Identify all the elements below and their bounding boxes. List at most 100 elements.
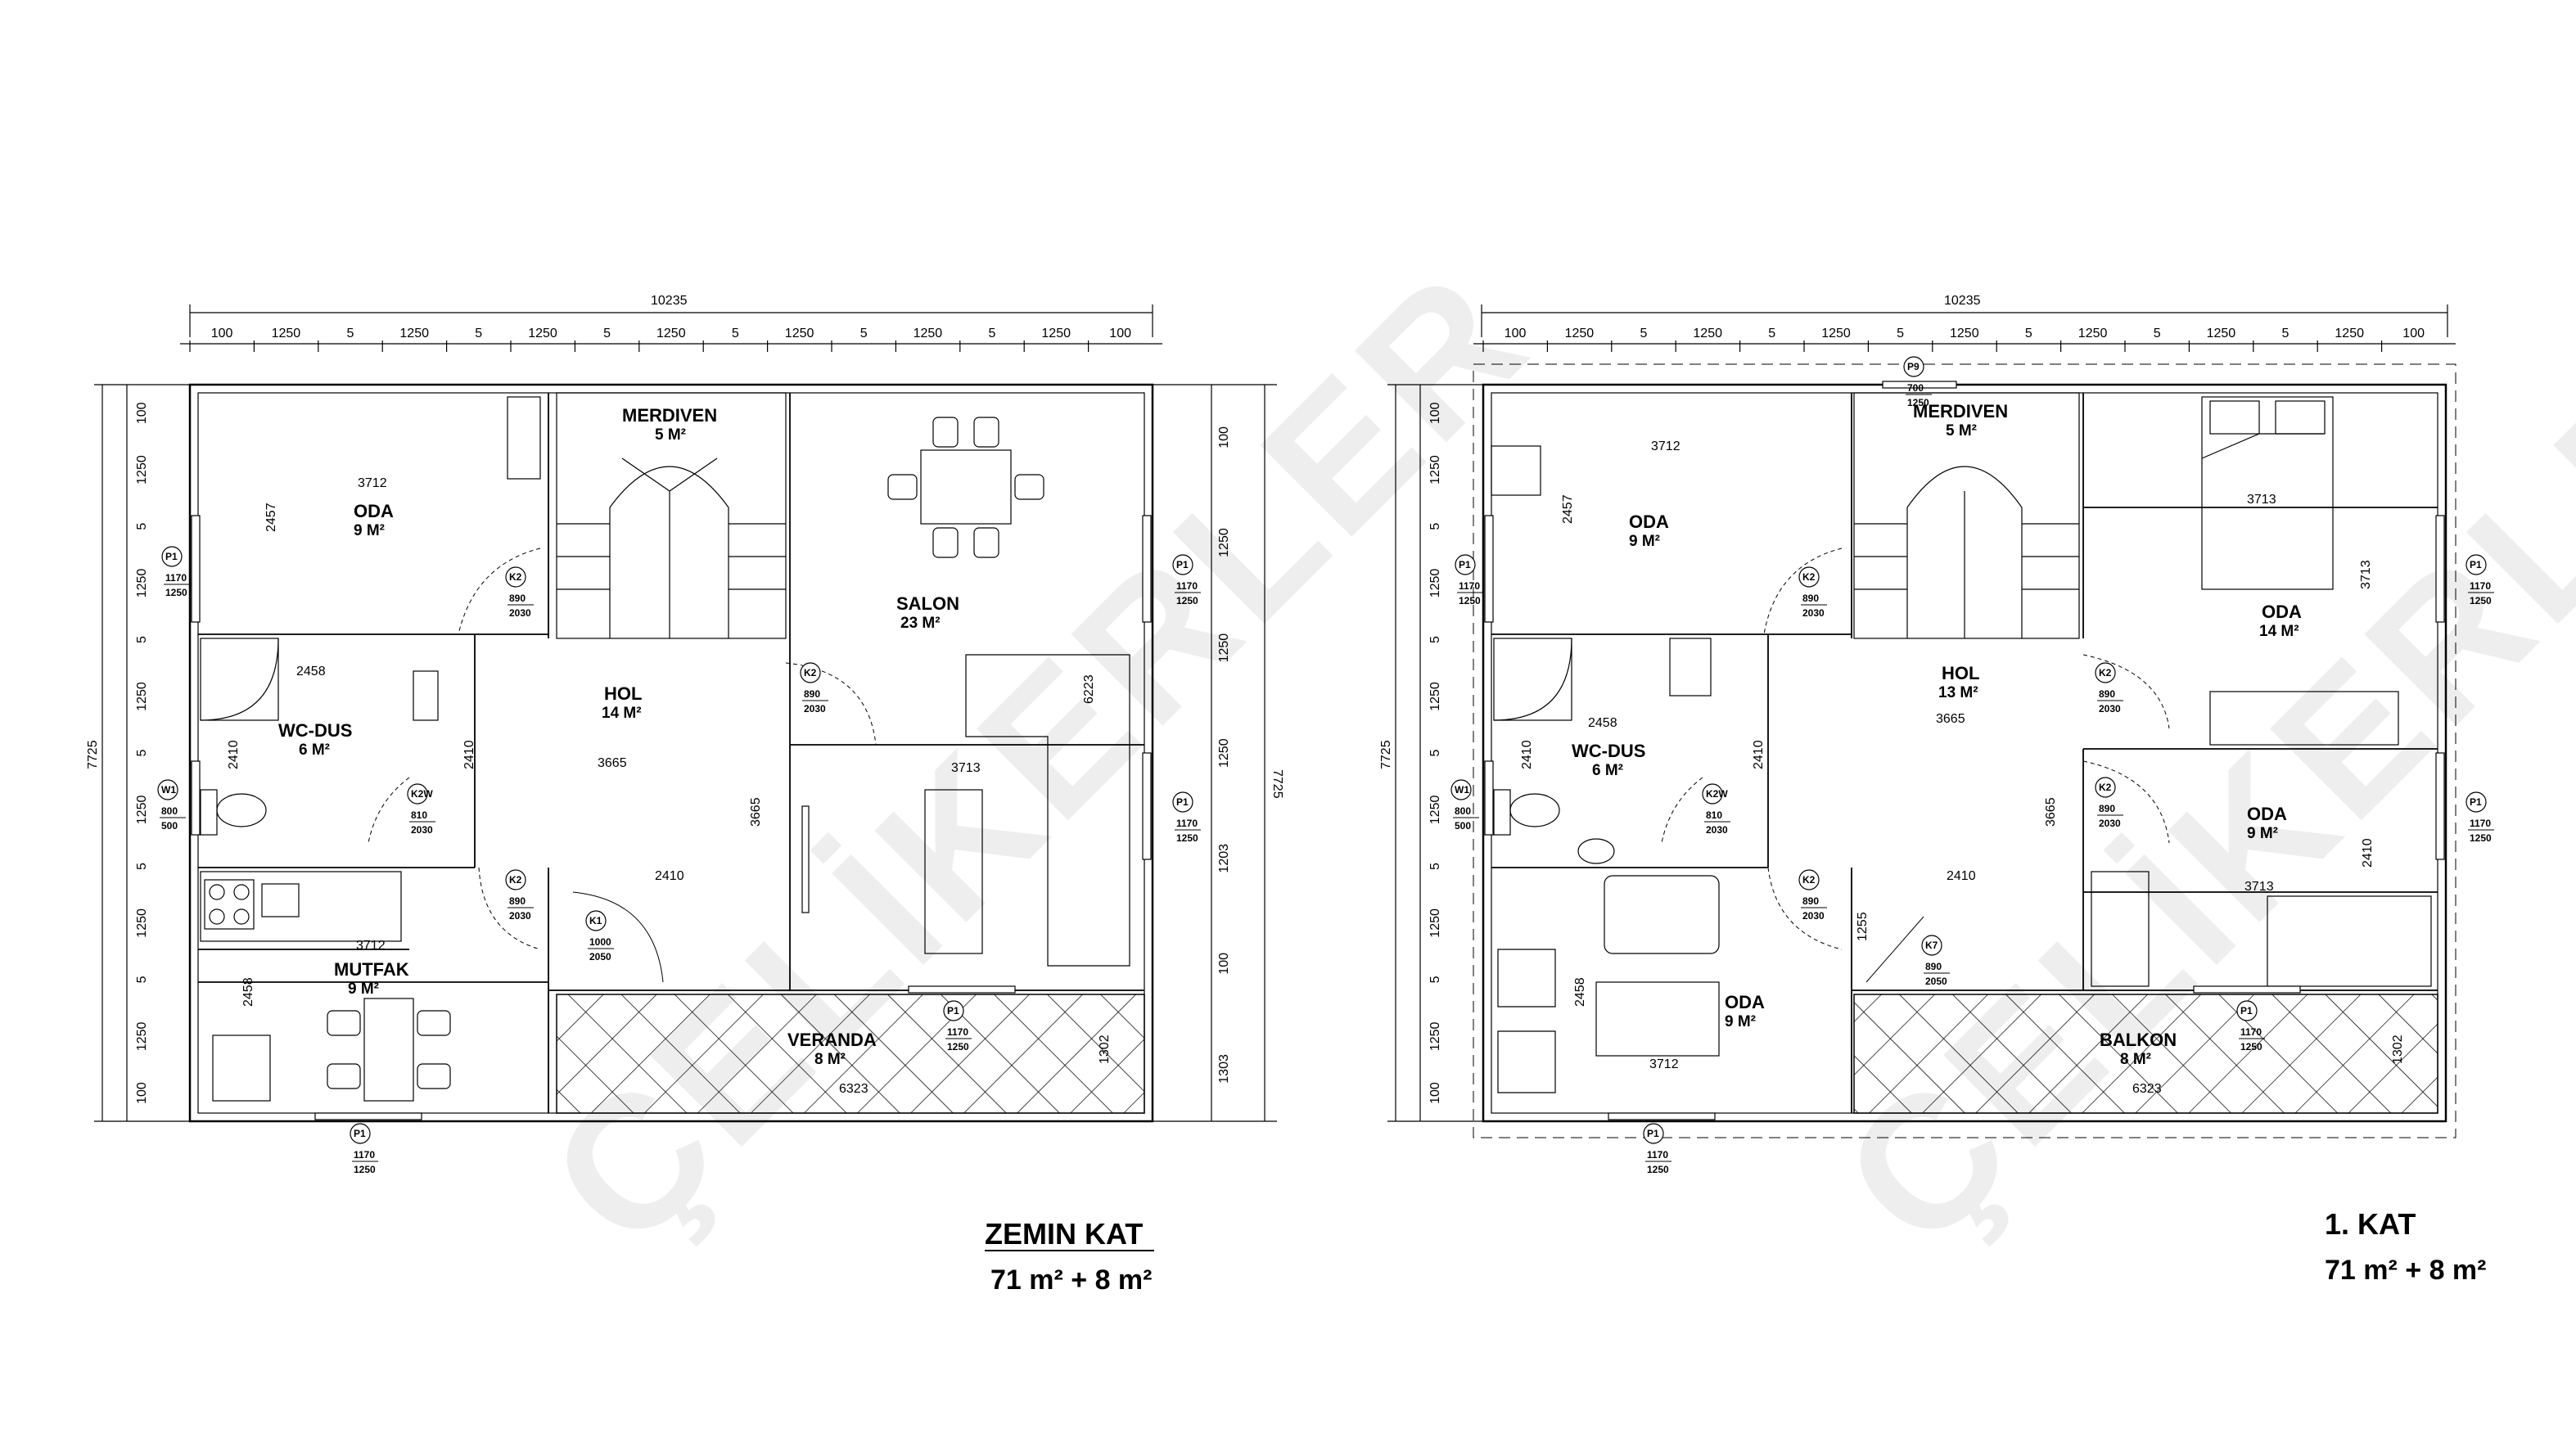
room-name: VERANDA bbox=[787, 1030, 877, 1050]
opening-width: 1170 bbox=[947, 1026, 968, 1038]
opening-height: 1250 bbox=[1176, 595, 1198, 606]
opening-width: 700 bbox=[1907, 382, 1924, 394]
dimension-label: 1250 bbox=[1428, 455, 1442, 485]
opening-height: 2030 bbox=[2099, 818, 2121, 829]
staircase bbox=[1853, 392, 2080, 639]
dimension-label: 6323 bbox=[2132, 1082, 2162, 1096]
opening-tag-code: P1 bbox=[2470, 559, 2482, 570]
room-area: 14 M² bbox=[2259, 623, 2299, 640]
opening-tag-code: P1 bbox=[2240, 1005, 2253, 1017]
opening-height: 1250 bbox=[2470, 832, 2492, 844]
staircase bbox=[556, 392, 787, 639]
dimension-label: 1250 bbox=[135, 682, 149, 711]
room-name: SALON bbox=[896, 593, 959, 614]
opening-height: 500 bbox=[161, 820, 178, 832]
dimension-label: 1250 bbox=[1428, 796, 1442, 825]
dimension-label: 1250 bbox=[1693, 327, 1722, 340]
dimension-label: 5 bbox=[1428, 750, 1442, 757]
dimension-label: 5 bbox=[135, 523, 149, 530]
dimension-label: 5 bbox=[1428, 523, 1442, 530]
opening-tag-code: P1 bbox=[1459, 559, 1471, 570]
dimension-label: 5 bbox=[989, 327, 996, 340]
dimension-label: 2458 bbox=[241, 977, 255, 1007]
opening-tag-marker bbox=[1702, 783, 1723, 805]
dimension-label: 1250 bbox=[914, 327, 943, 340]
dimension-label: 1250 bbox=[135, 455, 149, 485]
dimension-label: 1250 bbox=[1428, 569, 1442, 598]
room-area: 9 M² bbox=[348, 980, 379, 998]
dimension-label: 1250 bbox=[2078, 327, 2108, 340]
dimension-label: 1203 bbox=[1217, 844, 1231, 873]
dimension-label: 2458 bbox=[296, 665, 326, 678]
plan-area: 71 m² + 8 m² bbox=[2325, 1255, 2486, 1286]
room-name: WC-DUS bbox=[278, 720, 352, 741]
dimension-label: 2410 bbox=[227, 740, 241, 769]
dimension-label: 2410 bbox=[462, 740, 476, 769]
opening-tag-code: P1 bbox=[165, 551, 178, 562]
room-area: 6 M² bbox=[299, 742, 330, 759]
dimension-label: 1250 bbox=[785, 327, 814, 340]
opening-tag-marker bbox=[1643, 1123, 1664, 1144]
dimension-label: 5 bbox=[1428, 636, 1442, 643]
dimension-label: 1302 bbox=[1098, 1035, 1112, 1064]
room-name: ODA bbox=[354, 501, 394, 521]
roof-outline bbox=[1473, 363, 2456, 1138]
opening-tag-marker bbox=[505, 869, 526, 890]
dimension-label: 1250 bbox=[1041, 327, 1071, 340]
left-dimension-chain bbox=[94, 384, 196, 1122]
dimension-label: 1250 bbox=[399, 327, 429, 340]
dimension-label: 1302 bbox=[2391, 1035, 2405, 1064]
dimension-label: 1255 bbox=[1856, 912, 1870, 941]
room-area: 14 M² bbox=[602, 705, 642, 722]
balcony-hatch bbox=[1853, 994, 2438, 1114]
dimension-label: 1250 bbox=[2207, 327, 2236, 340]
dimension-label: 5 bbox=[2154, 327, 2161, 340]
dimension-label: 1250 bbox=[1217, 738, 1231, 768]
opening-tag-code: P1 bbox=[2470, 796, 2482, 808]
opening-tag-marker bbox=[407, 783, 428, 805]
room-name: ODA bbox=[1725, 992, 1765, 1012]
opening-tag-code: P1 bbox=[354, 1128, 366, 1139]
dimension-label: 2410 bbox=[1752, 740, 1766, 769]
opening-tag-code: W1 bbox=[1455, 784, 1469, 796]
opening-tag-code: K7 bbox=[1925, 940, 1938, 951]
opening-tag-marker bbox=[943, 1000, 964, 1021]
opening-tag-code: P1 bbox=[1647, 1128, 1659, 1139]
room-name: ODA bbox=[2262, 602, 2302, 622]
opening-tag-marker bbox=[1455, 554, 1476, 575]
dimension-label: 2458 bbox=[1573, 977, 1587, 1007]
room-name: ODA bbox=[1629, 512, 1669, 532]
opening-height: 2030 bbox=[1802, 607, 1825, 619]
dimension-label: 3665 bbox=[2044, 797, 2058, 827]
room-name: HOL bbox=[1942, 663, 1979, 683]
door-swings bbox=[1661, 548, 2170, 983]
dimension-label: 2458 bbox=[1588, 716, 1617, 730]
opening-tag-marker bbox=[2465, 554, 2487, 575]
dimension-label: 5 bbox=[347, 327, 354, 340]
plan-area: 71 m² + 8 m² bbox=[990, 1264, 1152, 1296]
opening-width: 890 bbox=[2099, 688, 2115, 700]
dimension-label: 1303 bbox=[1217, 1054, 1231, 1084]
dimension-label: 100 bbox=[2402, 327, 2425, 340]
opening-tag-code: K2 bbox=[509, 874, 522, 886]
opening-tag-marker bbox=[350, 1123, 371, 1144]
opening-width: 1170 bbox=[1459, 580, 1480, 592]
opening-width: 1000 bbox=[589, 936, 611, 948]
dimension-label: 1250 bbox=[272, 327, 301, 340]
opening-height: 2050 bbox=[1925, 976, 1947, 987]
opening-height: 500 bbox=[1455, 820, 1471, 832]
opening-height: 1250 bbox=[2240, 1041, 2262, 1053]
